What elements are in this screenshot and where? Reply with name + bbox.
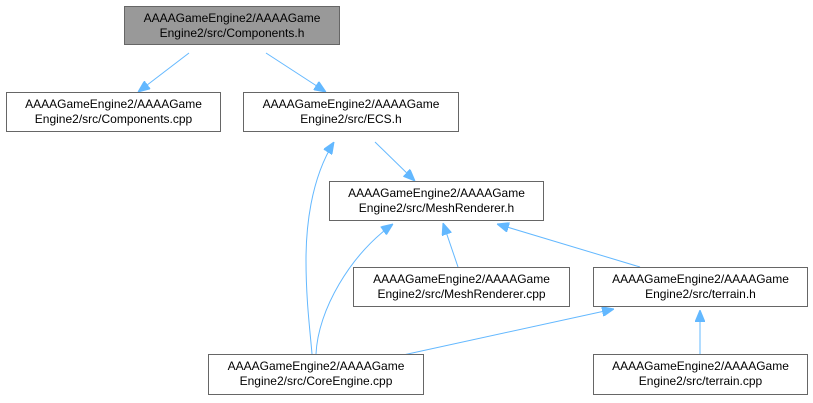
- node-meshrenderer-cpp-line1: AAAAGameEngine2/AAAAGame: [373, 272, 550, 286]
- node-terrain-h-line1: AAAAGameEngine2/AAAAGame: [612, 272, 789, 286]
- node-components-cpp-line2: Engine2/src/Components.cpp: [34, 112, 193, 126]
- node-terrain-h[interactable]: AAAAGameEngine2/AAAAGame Engine2/src/ter…: [593, 267, 808, 307]
- node-terrain-cpp-line1: AAAAGameEngine2/AAAAGame: [612, 359, 789, 373]
- edge-ecs-h-to-components-h: [265, 52, 326, 92]
- node-meshrenderer-h-line2: Engine2/src/MeshRenderer.h: [358, 201, 515, 215]
- node-coreengine-cpp-line2: Engine2/src/CoreEngine.cpp: [239, 374, 393, 388]
- edge-meshrenderer-h-to-ecs-h: [374, 141, 415, 181]
- node-terrain-cpp-line2: Engine2/src/terrain.cpp: [638, 374, 763, 388]
- node-ecs-h-line1: AAAAGameEngine2/AAAAGame: [262, 97, 440, 111]
- node-meshrenderer-h-line1: AAAAGameEngine2/AAAAGame: [348, 186, 525, 200]
- edge-coreengine-cpp-to-terrain-h: [393, 309, 614, 358]
- node-terrain-cpp[interactable]: AAAAGameEngine2/AAAAGame Engine2/src/ter…: [593, 354, 808, 395]
- node-components-h: AAAAGameEngine2/AAAAGame Engine2/src/Com…: [124, 6, 340, 45]
- node-components-cpp[interactable]: AAAAGameEngine2/AAAAGame Engine2/src/Com…: [6, 92, 221, 132]
- node-ecs-h-line2: Engine2/src/ECS.h: [300, 112, 402, 126]
- node-components-cpp-line1: AAAAGameEngine2/AAAAGame: [25, 97, 202, 111]
- edge-components-cpp-to-components-h: [138, 52, 190, 92]
- node-meshrenderer-cpp[interactable]: AAAAGameEngine2/AAAAGame Engine2/src/Mes…: [353, 267, 570, 307]
- node-coreengine-cpp-line1: AAAAGameEngine2/AAAAGame: [227, 359, 405, 373]
- node-components-h-line1: AAAAGameEngine2/AAAAGame: [143, 11, 321, 25]
- node-meshrenderer-h[interactable]: AAAAGameEngine2/AAAAGame Engine2/src/Mes…: [329, 181, 544, 221]
- node-components-h-line2: Engine2/src/Components.h: [159, 26, 305, 40]
- edge-meshrenderer-cpp-to-meshrenderer-h: [443, 223, 459, 268]
- edge-terrain-h-to-meshrenderer-h: [497, 224, 641, 268]
- node-ecs-h[interactable]: AAAAGameEngine2/AAAAGame Engine2/src/ECS…: [243, 92, 459, 132]
- node-terrain-h-line2: Engine2/src/terrain.h: [645, 287, 756, 301]
- node-meshrenderer-cpp-line2: Engine2/src/MeshRenderer.cpp: [377, 287, 546, 301]
- edge-coreengine-cpp-to-meshrenderer-h: [315, 224, 393, 355]
- edge-coreengine-cpp-to-ecs-h: [305, 142, 334, 355]
- node-coreengine-cpp[interactable]: AAAAGameEngine2/AAAAGame Engine2/src/Cor…: [208, 354, 424, 395]
